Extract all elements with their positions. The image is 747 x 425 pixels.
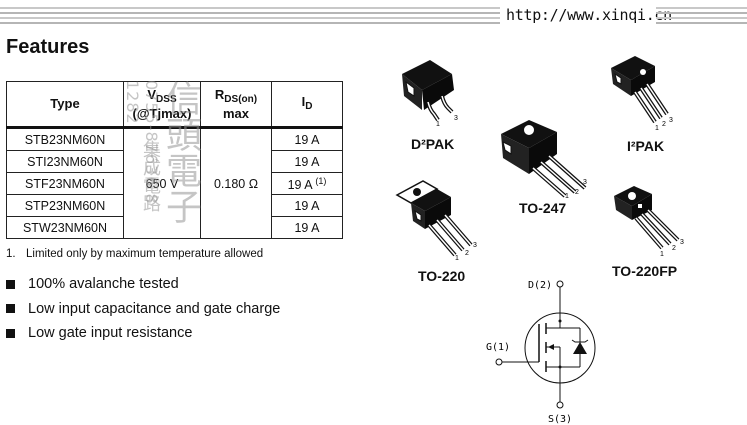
header-type: Type [6, 81, 124, 129]
to220fp-label: TO-220FP [612, 263, 678, 279]
to247-label: TO-247 [519, 200, 567, 216]
svg-text:2: 2 [575, 189, 579, 196]
to220-package-icon: 1 2 3 [395, 180, 477, 260]
features-list: 100% avalanche tested Low input capacita… [6, 272, 280, 346]
cell-id: 19 A [271, 194, 343, 217]
svg-text:1: 1 [655, 125, 659, 130]
square-bullet-icon [6, 304, 15, 314]
cell-type: STP23NM60N [6, 194, 124, 217]
feature-item: 100% avalanche tested [6, 272, 280, 297]
svg-text:3: 3 [473, 242, 477, 249]
cell-id: 19 A (1) [271, 172, 343, 195]
cell-id: 19 A [271, 127, 343, 151]
cell-type: STI23NM60N [6, 150, 124, 173]
svg-text:3: 3 [669, 117, 673, 124]
to220-label: TO-220 [418, 268, 466, 284]
spec-table: Type VDSS (@Tjmax) RDS(on) max ID STB23N… [6, 81, 343, 239]
svg-text:3: 3 [454, 115, 458, 122]
svg-text:2: 2 [672, 245, 676, 252]
table-row: STW23NM60N 19 A [6, 216, 343, 239]
header-url: http://www.xinqi.cn [506, 6, 672, 24]
drain-label: D(2) [528, 280, 552, 291]
cell-type: STF23NM60N [6, 172, 124, 195]
source-label: S(3) [548, 414, 572, 425]
svg-text:2: 2 [662, 121, 666, 128]
header-stripes-left [0, 7, 500, 27]
table-row: STB23NM60N 650 V 0.180 Ω 19 A [6, 127, 343, 239]
i2pak-package-icon: 1 2 3 [611, 56, 673, 130]
feature-item: Low input capacitance and gate charge [6, 297, 280, 322]
d2pak-label: D²PAK [411, 136, 455, 152]
header-stripes-right [656, 7, 747, 27]
features-title: Features [6, 36, 90, 58]
to247-package-icon: 1 2 3 [501, 120, 587, 199]
cell-type: STW23NM60N [6, 216, 124, 239]
footnote-ref: (1) [315, 175, 327, 186]
header-vdss: VDSS (@Tjmax) [123, 81, 201, 129]
svg-text:3: 3 [680, 239, 684, 246]
svg-text:1: 1 [660, 251, 664, 256]
d2pak-package-icon: 1 3 [402, 60, 458, 127]
header-id: ID [271, 81, 343, 129]
svg-text:1: 1 [436, 121, 440, 127]
i2pak-label: I²PAK [627, 138, 665, 154]
cell-vdss: 650 V [123, 127, 201, 239]
cell-type: STB23NM60N [6, 127, 124, 151]
table-header-row: Type VDSS (@Tjmax) RDS(on) max ID [6, 81, 343, 129]
gate-label: G(1) [486, 342, 510, 353]
cell-id: 19 A [271, 150, 343, 173]
svg-text:1: 1 [565, 193, 569, 199]
svg-text:3: 3 [583, 179, 587, 186]
square-bullet-icon [6, 279, 15, 289]
cell-rds-on: 0.180 Ω [200, 127, 272, 239]
to220fp-package-icon: 1 2 3 [614, 186, 684, 256]
feature-item: Low gate input resistance [6, 321, 280, 346]
header-rds-on: RDS(on) max [200, 81, 272, 129]
mosfet-schematic: D(2) G(1) S(3) [486, 280, 596, 425]
table-footnote: 1.Limited only by maximum temperature al… [6, 248, 264, 260]
cell-id: 19 A [271, 216, 343, 239]
square-bullet-icon [6, 328, 15, 338]
svg-text:1: 1 [455, 255, 459, 260]
svg-text:2: 2 [465, 250, 469, 257]
